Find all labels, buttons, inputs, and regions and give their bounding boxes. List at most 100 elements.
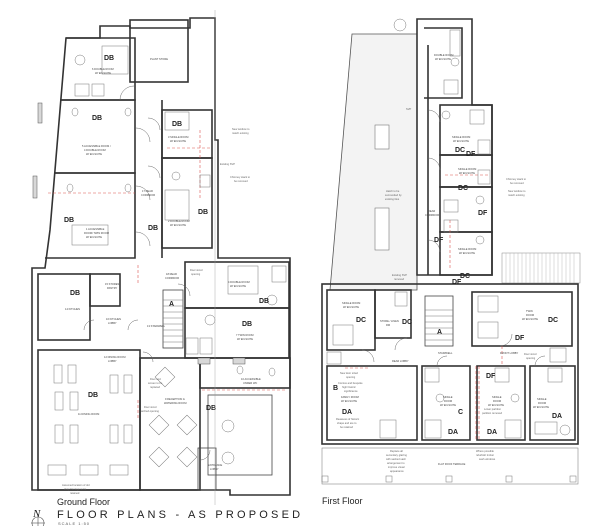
ff-single-room-c-walls (529, 365, 576, 441)
ff-single-room-a-walls (421, 365, 471, 441)
annotation-note: Assumed location of old (62, 483, 90, 487)
room-label: 17 REAR (142, 189, 153, 193)
room-code: DA (448, 429, 458, 436)
annotation-note: be removed (510, 181, 524, 185)
room-label: LOBBY (108, 321, 117, 325)
room-label: W/ EN-SUITE (453, 139, 469, 143)
annotation-note: Door sized (190, 268, 203, 272)
hatch-wall (197, 357, 211, 365)
room-code: DB (242, 321, 252, 328)
annotation-note: Where possible (476, 449, 494, 453)
room-label: 4 DOUBLE ROOM (228, 280, 250, 284)
flat-roof-area (329, 33, 418, 291)
hatch-wall (37, 102, 43, 124)
room-code: DC (460, 273, 470, 280)
room-code: DB (88, 392, 98, 399)
room-label: W/ EN-SUITE (86, 152, 102, 156)
room-label: SINGLE ROOM (458, 247, 476, 251)
annotation-note: opening (191, 272, 201, 276)
ff-sanitary-fixtures (326, 57, 571, 436)
room-label: LOBBY (108, 359, 117, 363)
room-code: DB (64, 217, 74, 224)
room-code: DC (402, 319, 412, 326)
room-label: SINGLE (443, 395, 453, 399)
room-label: 13 STAIRWELL (147, 324, 166, 328)
room-code: DA (342, 409, 352, 416)
ff-family-room-walls (326, 365, 418, 441)
room-label: FAMILY ROOM (341, 395, 359, 399)
room-3-walls (161, 109, 213, 159)
room-label: FRONT LOBBY (500, 351, 519, 355)
flat-roof-terrace (321, 447, 579, 485)
room-label: W/ EN-SUITE (170, 139, 186, 143)
annotation-note: improve visual (388, 465, 405, 469)
room-code: DB (206, 405, 216, 412)
north-label: N (33, 508, 41, 520)
annotation-note: arched opening (141, 409, 159, 413)
room-label: W/ EN-SUITE (230, 284, 246, 288)
room-label: ROOM (444, 399, 452, 403)
room-label: 16 KITCHEN (106, 317, 121, 321)
room-code: DB (70, 290, 80, 297)
room-label: 2 DOUBLE ROOM (168, 219, 190, 223)
room-label: PLANT STORE (150, 57, 168, 61)
rear-courtyard (207, 394, 273, 476)
room-label: 18 REAR (166, 272, 177, 276)
annotation-note: high historic (342, 385, 357, 389)
annotation-note: existing tiles (385, 197, 400, 201)
drawing-scale: SCALE 1:50 (58, 521, 91, 526)
annotation-note: screen to be (148, 381, 163, 385)
stairwell-walls (162, 289, 184, 349)
room-code: DF (434, 237, 444, 244)
annotation-note: Reassess of historic (336, 417, 360, 421)
room-code: DB (104, 55, 114, 62)
room-code: DA (487, 429, 497, 436)
room-label: ROOM/ TWIN ROOM (84, 231, 109, 235)
annotation-note: New window to (508, 189, 526, 193)
room-label: W/ EN-SUITE (440, 403, 456, 407)
ff-single-room-walls (439, 154, 493, 188)
room-label: W/ EN-SUITE (170, 223, 186, 227)
entrance-lobby-walls (197, 447, 217, 491)
annotation-note: secondary glazing (386, 453, 407, 457)
room-label: 15 STORES (105, 282, 119, 286)
annotation-note: shop frontage to be (64, 487, 87, 491)
room-code: C (458, 409, 463, 416)
terrace-posts (321, 475, 577, 483)
room-label: FLAT ROOF TERRACE (438, 462, 466, 466)
annotation-note: Existing SVP (392, 273, 407, 277)
annotation-note: be retained (340, 425, 354, 429)
room-code: DA (552, 413, 562, 420)
annotation-note: removed (394, 277, 405, 281)
room-code: DC (548, 317, 558, 324)
room-label: STORE / LINEN (380, 319, 399, 323)
annotation-note: partition removed (482, 411, 503, 415)
annotation-note: match existing (232, 131, 249, 135)
drawing-title: FLOOR PLANS - AS PROPOSED (57, 509, 304, 521)
room-label: ROOM (526, 313, 534, 317)
room-code: DC (356, 317, 366, 324)
room-code: DB (172, 121, 182, 128)
room-label: W/ EN-SUITE (533, 405, 549, 409)
room-code: DF (478, 210, 488, 217)
ff-stair-treads (425, 309, 453, 341)
room-label: CORRIDOR (141, 193, 155, 197)
first-floor-caption: First Floor (322, 496, 363, 506)
room-label: W/ EN-SUITE (488, 403, 504, 407)
balcony-terrace (501, 252, 581, 284)
hatch-wall (232, 357, 246, 365)
room-code: DB (259, 298, 269, 305)
annotation-note: Chimney stack to (230, 175, 250, 179)
first-floor-plan: DOUBLE ROOM W/ EN-SUITE SINGLE ROOM W/ E… (321, 18, 581, 485)
annotation-note: appearance (390, 469, 404, 473)
room-label: WATERING ROOM (164, 401, 186, 405)
armchairs (148, 366, 198, 468)
room-label: W/ EN-SUITE (237, 337, 253, 341)
room-label: W/ EN-SUITE (459, 251, 475, 255)
annotation-note: Cornice and bespoke (338, 381, 363, 385)
room-label: 5 ACCESSIBLE ROOM / (82, 144, 111, 148)
room-label: RM (386, 323, 390, 327)
plant-store-walls (129, 19, 189, 83)
door-swings (83, 85, 211, 461)
